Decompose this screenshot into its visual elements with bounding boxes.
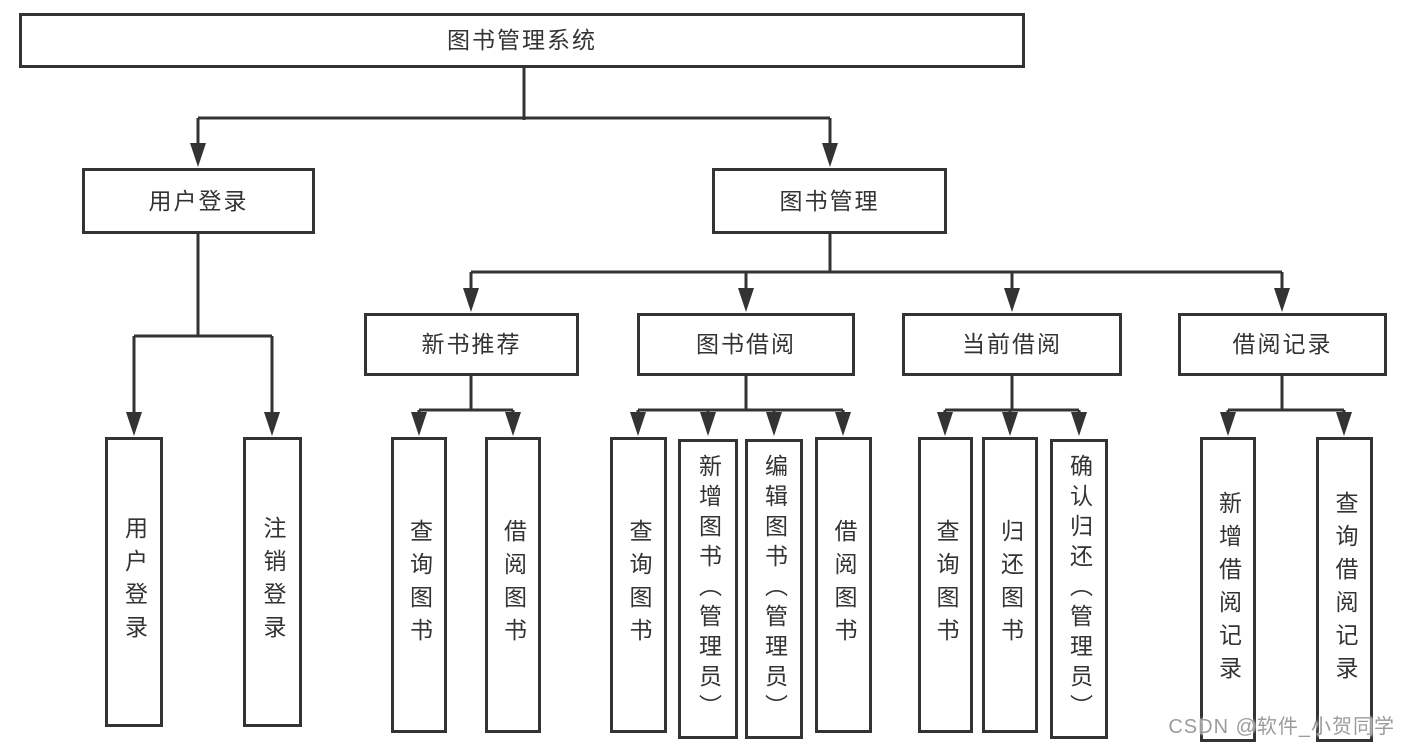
node-label: 借阅图书 <box>831 519 857 651</box>
node-borrow-records: 借阅记录 <box>1178 313 1387 376</box>
watermark-text: CSDN @软件_小贺同学 <box>1168 716 1395 738</box>
node-label: 确认归还（管理员） <box>1066 454 1093 724</box>
node-bb-borrow-books: 借阅图书 <box>815 437 872 733</box>
node-cb-confirm-return-admin: 确认归还（管理员） <box>1050 439 1108 739</box>
node-cb-query-books: 查询图书 <box>918 437 973 733</box>
node-label: 新书推荐 <box>421 331 522 357</box>
node-new-book-recommend: 新书推荐 <box>364 313 579 376</box>
node-label: 用户登录 <box>148 187 249 214</box>
node-br-query-record: 查询借阅记录 <box>1316 437 1373 742</box>
node-label: 查询图书 <box>933 519 959 651</box>
node-label: 借阅图书 <box>500 519 527 651</box>
node-label: 用户登录 <box>121 516 148 648</box>
node-nr-query-books: 查询图书 <box>391 437 447 733</box>
node-label: 图书管理 <box>779 187 880 214</box>
node-user-login: 用户登录 <box>82 168 315 234</box>
node-label: 归还图书 <box>997 519 1024 651</box>
node-logout: 注销登录 <box>243 437 302 727</box>
node-book-management: 图书管理 <box>712 168 947 234</box>
node-bb-query-books: 查询图书 <box>610 437 667 733</box>
node-label: 当前借阅 <box>962 331 1062 357</box>
node-cb-return-books: 归还图书 <box>982 437 1038 733</box>
node-current-borrowing: 当前借阅 <box>902 313 1122 376</box>
node-library-management-system: 图书管理系统 <box>19 13 1025 68</box>
node-label: 查询图书 <box>406 519 433 651</box>
node-label: 查询图书 <box>626 519 652 651</box>
node-label: 新增图书（管理员） <box>695 454 722 724</box>
node-nr-borrow-books: 借阅图书 <box>485 437 541 733</box>
node-label: 借阅记录 <box>1232 331 1333 357</box>
node-label: 查询借阅记录 <box>1332 490 1358 689</box>
node-label: 编辑图书（管理员） <box>761 454 788 724</box>
node-label: 图书管理系统 <box>447 27 597 53</box>
node-bb-add-books-admin: 新增图书（管理员） <box>678 439 738 739</box>
node-br-add-record: 新增借阅记录 <box>1200 437 1256 742</box>
node-label: 图书借阅 <box>696 331 796 357</box>
node-book-borrowing: 图书借阅 <box>637 313 855 376</box>
node-login: 用户登录 <box>105 437 163 727</box>
node-bb-edit-books-admin: 编辑图书（管理员） <box>745 439 803 739</box>
node-label: 注销登录 <box>260 516 286 648</box>
node-label: 新增借阅记录 <box>1215 490 1242 689</box>
